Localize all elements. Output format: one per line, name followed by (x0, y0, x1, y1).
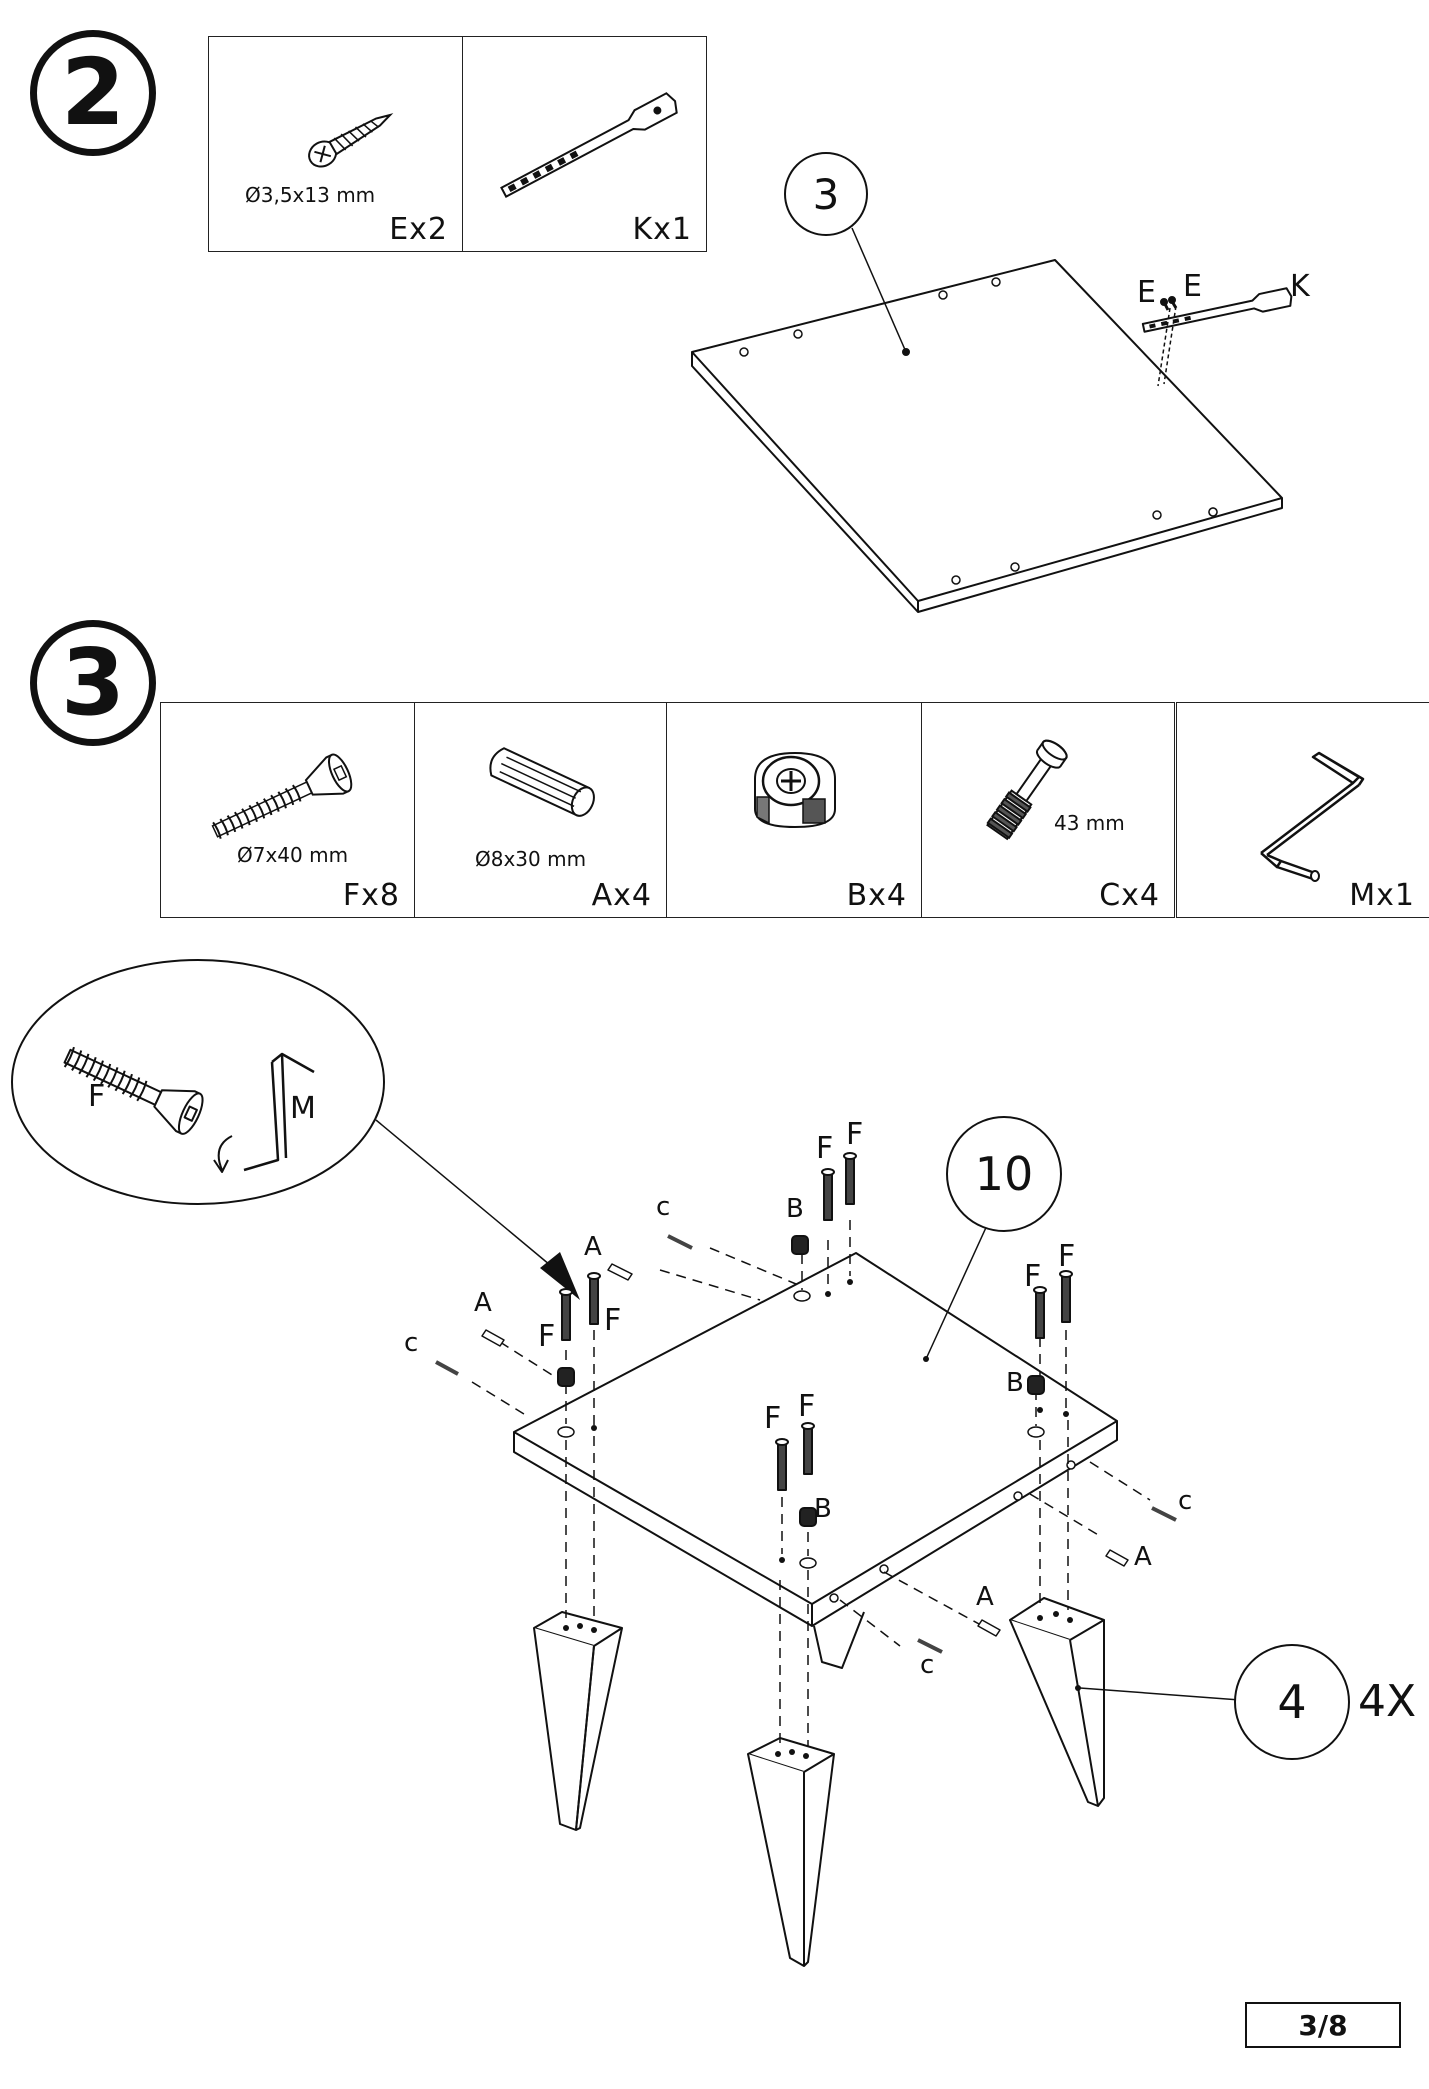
step-3-parts-row: Ø7x40 mm Fx8 Ø8x30 mm Ax4 (160, 702, 1429, 918)
part-qty-label: Ex2 (389, 212, 448, 247)
panel-3-drawing (691, 259, 1283, 613)
label-f: F (1024, 1259, 1042, 1294)
cam-bolt-icon (986, 739, 1068, 841)
part-qty-label: Ax4 (591, 878, 652, 913)
connector-plate-icon (500, 92, 678, 198)
label-c: c (404, 1328, 419, 1358)
label-a: A (584, 1232, 602, 1262)
label-f: F (816, 1131, 834, 1166)
label-a: A (1134, 1542, 1152, 1572)
allen-key-icon (1260, 751, 1365, 882)
a-c-hardware-drawings (435, 1234, 1177, 1654)
part-card-screw-e: Ø3,5x13 mm Ex2 (208, 36, 463, 252)
b-cam-drawings (557, 1235, 1045, 1527)
label-b: B (786, 1194, 804, 1224)
detail-bolt-drawing (63, 1046, 204, 1135)
wooden-dowel-icon (489, 747, 595, 817)
label-a: A (976, 1582, 994, 1612)
label-a: A (474, 1288, 492, 1318)
label-f: F (604, 1303, 622, 1338)
connector-plate-k-drawing (1141, 287, 1293, 333)
label-f: F (798, 1389, 816, 1424)
label-f: F (846, 1117, 864, 1152)
tabletop-10-drawing (513, 1252, 1118, 1627)
label-e-1: E (1137, 275, 1156, 310)
tabletop-10-callout: 10 (946, 1116, 1062, 1232)
part-card-bolt-f: Ø7x40 mm Fx8 (160, 702, 415, 918)
leg-drawings (533, 1597, 1105, 1967)
label-f: F (1058, 1239, 1076, 1274)
panel-3-callout: 3 (784, 152, 868, 236)
leg-quantity-label: 4X (1358, 1676, 1417, 1727)
screw-icon (308, 113, 394, 168)
detail-label-m: M (290, 1091, 316, 1126)
detail-label-f: F (88, 1079, 106, 1114)
cam-lock-icon (754, 751, 836, 829)
part-card-dowel-a: Ø8x30 mm Ax4 (414, 702, 667, 918)
part-card-cam-bolt-c: 43 mm Cx4 (921, 702, 1175, 918)
part-qty-label: Bx4 (846, 878, 907, 913)
label-b: B (814, 1494, 832, 1524)
step-3-badge: 3 (30, 620, 156, 746)
detail-bubble (11, 959, 385, 1205)
part-card-allen-key-m: Mx1 (1176, 702, 1429, 918)
label-f: F (538, 1319, 556, 1354)
part-size-label: Ø7x40 mm (237, 843, 349, 867)
f-bolt-drawings (559, 1152, 1073, 1491)
part-qty-label: Fx8 (342, 878, 400, 913)
label-c: c (1178, 1486, 1193, 1516)
label-b: B (1006, 1368, 1024, 1398)
part-qty-label: Cx4 (1099, 878, 1160, 913)
label-c: c (656, 1192, 671, 1222)
part-size-label: 43 mm (1054, 811, 1125, 835)
leg-4-callout: 4 (1234, 1644, 1350, 1760)
label-e-2: E (1183, 269, 1202, 304)
leg-bolt-icon (211, 753, 353, 839)
part-card-cam-b: Bx4 (666, 702, 922, 918)
label-k: K (1290, 269, 1310, 304)
step-2-parts-row: Ø3,5x13 mm Ex2 Kx1 (208, 36, 707, 252)
step-2-badge: 2 (30, 30, 156, 156)
part-qty-label: Kx1 (632, 212, 692, 247)
label-f: F (764, 1401, 782, 1436)
part-card-connector-k: Kx1 (462, 36, 707, 252)
part-qty-label: Mx1 (1349, 878, 1415, 913)
label-c: c (920, 1650, 935, 1680)
part-size-label: Ø8x30 mm (475, 847, 587, 871)
page-number: 3/8 (1245, 2002, 1401, 2048)
part-size-label: Ø3,5x13 mm (245, 183, 376, 207)
